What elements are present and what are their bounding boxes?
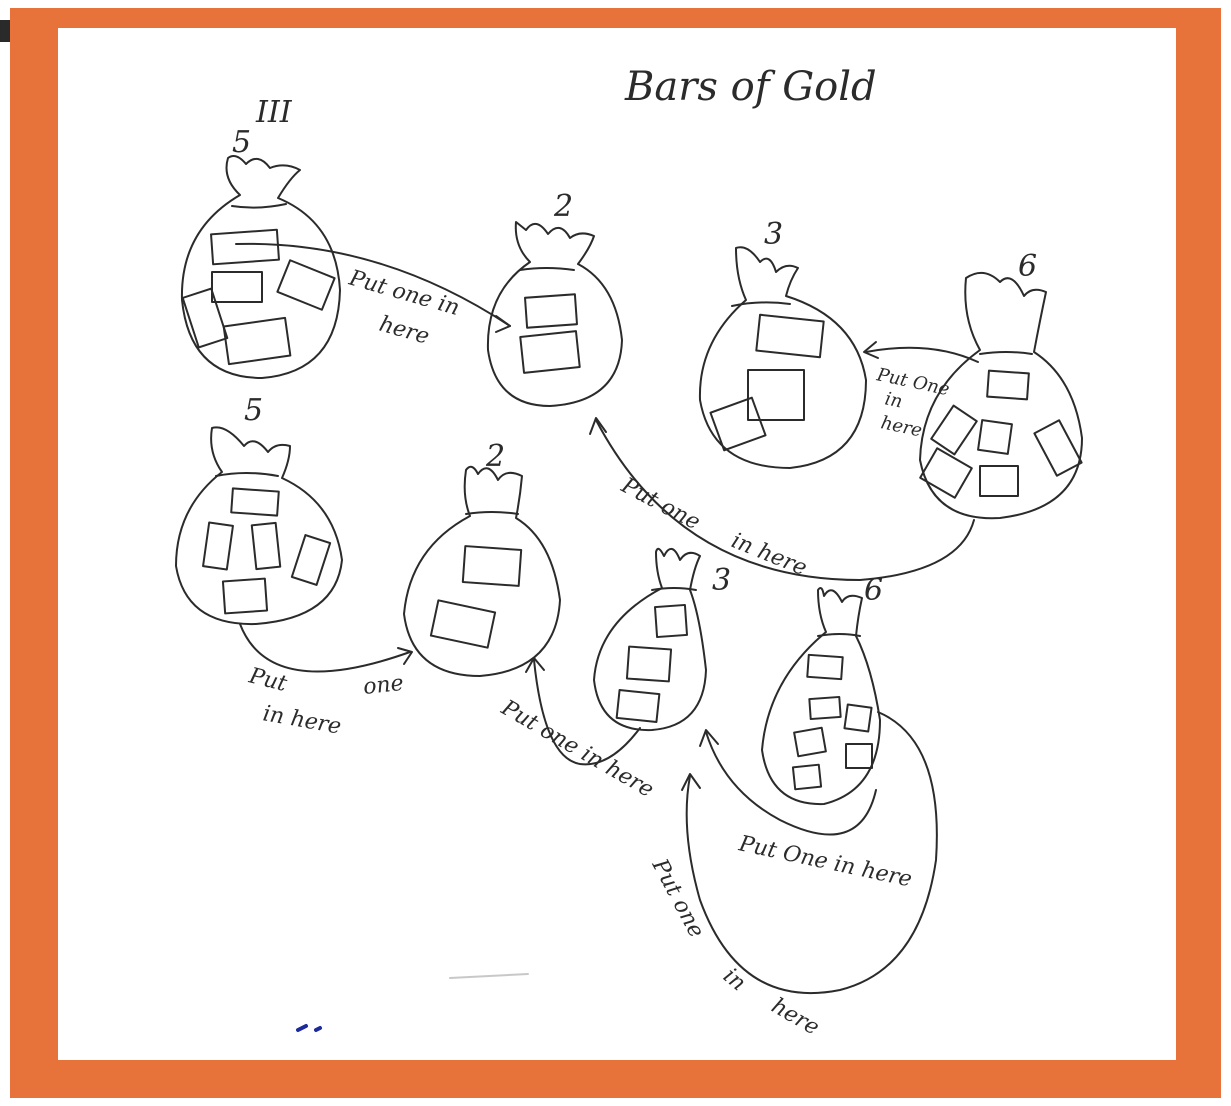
svg-text:Put one in here: Put one in here <box>496 695 658 803</box>
svg-text:here: here <box>767 994 823 1041</box>
gold-bag-3: 3 <box>700 217 866 468</box>
bag-count-label: 2 <box>553 189 573 224</box>
blue-ink-dots <box>298 1026 320 1030</box>
annotation-7: Put one in here <box>646 854 823 1040</box>
stray-pencil-mark <box>450 974 528 978</box>
annotation-5: Put one in here <box>496 695 658 803</box>
arrow-4 <box>240 624 412 672</box>
annotation-2: Put One in here <box>874 364 951 441</box>
svg-text:Put one in: Put one in <box>345 265 462 321</box>
bag-count-label: 3 <box>764 217 783 252</box>
svg-text:in: in <box>883 388 904 412</box>
bag-count-label: 6 <box>1018 249 1037 284</box>
svg-text:here: here <box>376 312 432 350</box>
gold-bag-6: 2 <box>404 439 560 676</box>
bag-count-label: 2 <box>485 439 505 474</box>
svg-text:here: here <box>879 412 924 441</box>
bag-count-label: 5 <box>244 393 263 428</box>
svg-text:Put: Put <box>246 663 290 697</box>
svg-text:one: one <box>362 671 405 700</box>
arrow-2 <box>864 342 978 362</box>
svg-text:Put one: Put one <box>616 473 704 536</box>
annotation-6: Put One in here <box>736 831 914 892</box>
svg-text:Put One in here: Put One in here <box>736 831 914 892</box>
gold-bag-5: 5 <box>176 393 342 624</box>
gold-bag-2: 2 <box>488 189 622 406</box>
arrow-6 <box>700 730 876 835</box>
bag-count-label: 3 <box>712 563 731 598</box>
svg-text:in here: in here <box>728 528 811 581</box>
svg-text:in: in <box>718 963 750 996</box>
gold-bag-7: 3 <box>594 549 731 730</box>
annotation-4: Put one in here <box>246 663 405 739</box>
bag-count-label: 5 <box>232 125 251 160</box>
gold-bag-1: 5 III <box>182 95 340 378</box>
gold-bag-8: 6 <box>762 573 883 804</box>
annotation-1: Put one in here <box>345 265 462 349</box>
drawing-title: Bars of Gold <box>624 64 877 110</box>
svg-text:in here: in here <box>261 701 343 739</box>
tally-marks: III <box>255 95 293 130</box>
